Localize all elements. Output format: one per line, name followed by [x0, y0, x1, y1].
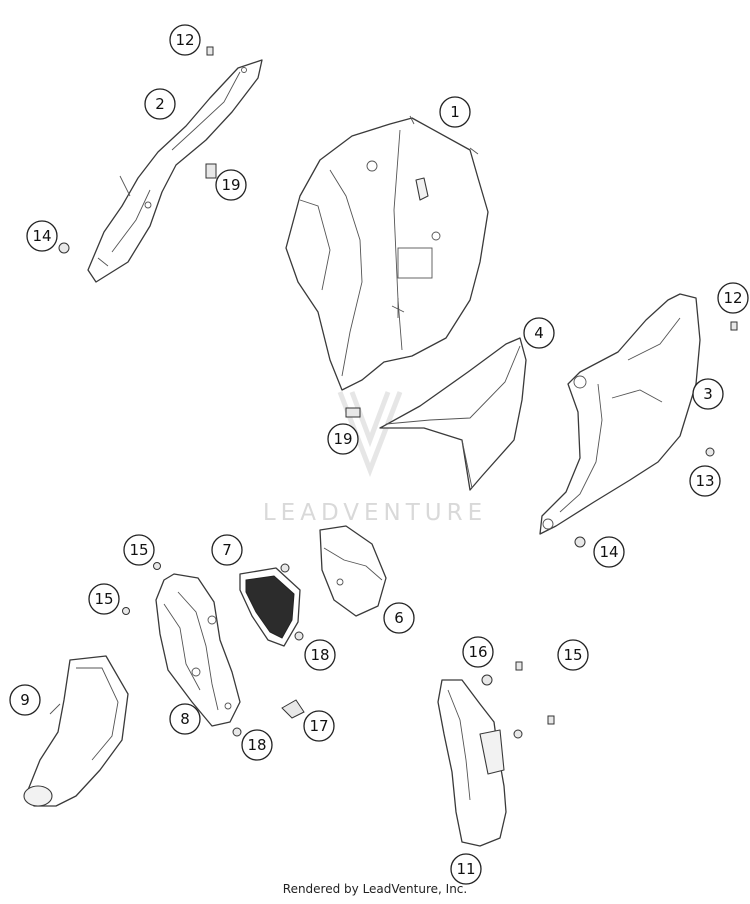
- callout-4: 4: [523, 317, 555, 349]
- nut-14-right: [574, 536, 586, 548]
- grommet-16b: [513, 729, 523, 739]
- screw-15-a: [153, 562, 161, 570]
- svg-text:18: 18: [310, 646, 329, 664]
- svg-text:15: 15: [563, 646, 582, 664]
- svg-text:6: 6: [394, 609, 404, 627]
- callout-15-b: 15: [88, 583, 120, 615]
- callout-14-right: 14: [593, 536, 625, 568]
- part-3-right-side-panel: [539, 293, 701, 535]
- svg-text:15: 15: [94, 590, 113, 608]
- watermark-text: LEADVENTURE: [263, 500, 487, 526]
- svg-text:12: 12: [723, 289, 742, 307]
- clamp-17: [281, 699, 305, 719]
- screw-15-b: [122, 607, 130, 615]
- svg-text:8: 8: [180, 710, 190, 728]
- svg-text:9: 9: [20, 691, 30, 709]
- part-1-airbox-housing: [285, 115, 489, 391]
- part-9-intake-boot: [23, 655, 129, 807]
- svg-text:16: 16: [468, 643, 487, 661]
- svg-text:13: 13: [695, 472, 714, 490]
- svg-text:18: 18: [247, 736, 266, 754]
- callout-13: 13: [689, 465, 721, 497]
- part-8-filter-cage: [155, 573, 241, 727]
- svg-text:3: 3: [703, 385, 713, 403]
- callout-8: 8: [169, 703, 201, 735]
- svg-text:12: 12: [175, 31, 194, 49]
- hardware: [58, 46, 738, 739]
- svg-text:19: 19: [221, 176, 240, 194]
- svg-text:19: 19: [333, 430, 352, 448]
- callout-7: 7: [211, 534, 243, 566]
- callout-16: 16: [462, 636, 494, 668]
- clip-19-mid: [345, 407, 361, 418]
- footer-credit: Rendered by LeadVenture, Inc.: [282, 882, 468, 896]
- screw-15-d: [547, 715, 555, 725]
- callout-9: 9: [9, 684, 41, 716]
- svg-text:1: 1: [450, 103, 460, 121]
- callout-14-left: 14: [26, 220, 58, 252]
- callout-2: 2: [144, 88, 176, 120]
- part-4-side-cover: [379, 337, 527, 491]
- clip-19-top: [205, 163, 217, 179]
- callout-18-b: 18: [241, 729, 273, 761]
- part-7-air-filter: [239, 563, 304, 647]
- nut-14-left: [58, 242, 70, 254]
- svg-text:14: 14: [599, 543, 618, 561]
- callout-19-mid: 19: [327, 423, 359, 455]
- callout-17: 17: [303, 710, 335, 742]
- screw-12-top: [206, 46, 214, 56]
- screw-12-right: [730, 321, 738, 331]
- nut-13: [705, 447, 715, 457]
- svg-text:11: 11: [456, 860, 475, 878]
- callout-12-right: 12: [717, 282, 749, 314]
- callout-18-a: 18: [304, 639, 336, 671]
- callout-19-top: 19: [215, 169, 247, 201]
- callout-3: 3: [692, 378, 724, 410]
- callout-12-top: 12: [169, 24, 201, 56]
- callout-11: 11: [450, 853, 482, 885]
- callout-1: 1: [439, 96, 471, 128]
- svg-text:2: 2: [155, 95, 165, 113]
- screw-15-c: [515, 661, 523, 671]
- svg-text:14: 14: [32, 227, 51, 245]
- callout-15-c: 15: [557, 639, 589, 671]
- callout-15-a: 15: [123, 534, 155, 566]
- part-2-left-side-panel: [87, 59, 263, 283]
- callout-6: 6: [383, 602, 415, 634]
- part-6-filter-cover: [319, 525, 387, 617]
- svg-text:17: 17: [309, 717, 328, 735]
- grommet-16: [481, 674, 493, 686]
- svg-text:7: 7: [222, 541, 232, 559]
- part-11-lower-shroud: [437, 679, 507, 847]
- svg-text:15: 15: [129, 541, 148, 559]
- svg-text:4: 4: [534, 324, 544, 342]
- grommet-18: [232, 727, 242, 737]
